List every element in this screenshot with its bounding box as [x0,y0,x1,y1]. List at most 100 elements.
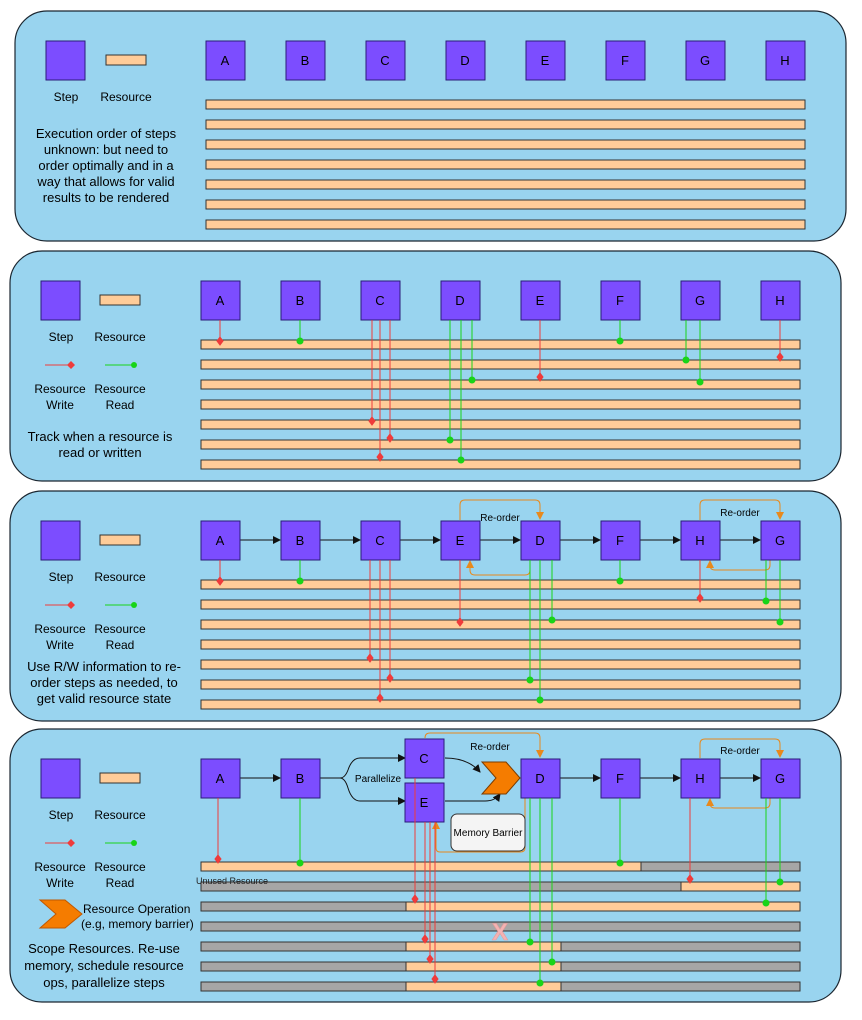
reorder-label: Re-order [480,513,520,524]
conflict-mark: X [492,919,508,946]
svg-text:A: A [221,53,230,68]
legend-resource-swatch [99,294,141,306]
resource-bar [205,179,806,190]
resource-bar [205,99,806,110]
resource-bar [200,639,801,650]
step-box: H [680,520,721,561]
resource-bar [200,379,801,390]
svg-text:G: G [775,771,785,786]
legend-write-line [45,601,75,609]
step-box: E [520,280,561,321]
svg-text:H: H [695,771,704,786]
svg-text:Memory Barrier: Memory Barrier [454,828,524,839]
unused-resource-label: Unused Resource [196,876,268,886]
step-box: D [445,40,486,81]
memory-barrier-icon [480,761,521,795]
unused-resource-bar [200,921,801,932]
step-box: G [685,40,726,81]
svg-text:E: E [456,533,465,548]
unused-resource-bar [560,941,801,952]
unused-resource-bar [560,981,801,992]
panel-1-resources [205,99,806,230]
step-box: D [520,520,561,561]
panel-4-step-arrows [240,754,761,805]
resource-bar [205,119,806,130]
panel-1-steps: A B C D E F G H [205,40,806,81]
step-box: C [365,40,406,81]
step-box: E [525,40,566,81]
resource-bar [680,881,801,892]
svg-text:Track when a resource is: Track when a resource is [28,429,173,444]
panel-4-write-links [214,778,694,984]
legend-read-line [105,602,137,608]
resource-bar [405,901,801,912]
svg-text:H: H [775,293,784,308]
panel-1: Step Resource A B C D E F G H Execution … [14,10,847,242]
resource-bar [205,139,806,150]
panel-4-reorder-arrows [424,732,784,853]
step-box: H [680,758,721,799]
resource-bar [200,699,801,710]
step-box: E [440,520,481,561]
svg-text:C: C [419,751,428,766]
svg-text:B: B [296,533,305,548]
svg-text:read or written: read or written [58,445,141,460]
svg-text:way that allows for valid: way that allows for valid [36,174,174,189]
unused-resource-bar [200,881,682,892]
step-box: A [205,40,246,81]
step-box: C [404,738,445,779]
svg-text:order optimally and in a: order optimally and in a [38,158,174,173]
step-box: A [200,758,241,799]
resource-bar [205,159,806,170]
resource-bar [200,861,642,872]
svg-text:A: A [216,771,225,786]
step-box: B [280,520,321,561]
legend-read-line [105,840,137,846]
step-box: C [360,280,401,321]
svg-text:unknown: but need to: unknown: but need to [44,142,168,157]
step-box: A [200,280,241,321]
unused-resource-bar [200,941,407,952]
legend-step-swatch [40,280,81,321]
step-box: F [600,280,641,321]
panel-3-read-links [296,560,784,704]
panel-4-caption: Scope Resources. Re-use memory, schedule… [24,941,183,990]
legend-step-swatch [40,520,81,561]
resource-bar [200,339,801,350]
legend-resource-swatch [105,54,147,66]
svg-text:B: B [296,293,305,308]
resource-bar [200,579,801,590]
step-box: B [280,280,321,321]
svg-text:H: H [780,53,789,68]
svg-text:order steps as needed, to: order steps as needed, to [30,675,177,690]
step-box: F [605,40,646,81]
svg-text:D: D [460,53,469,68]
svg-text:B: B [296,771,305,786]
svg-text:ops, parallelize steps: ops, parallelize steps [43,975,165,990]
step-box: C [360,520,401,561]
reorder-label: Re-order [720,508,760,519]
svg-text:C: C [380,53,389,68]
step-box: H [765,40,806,81]
resource-operation-icon [38,899,83,929]
legend-write-line [45,361,75,369]
legend-step-label: Step [49,570,74,584]
legend-read-line [105,362,137,368]
svg-text:F: F [616,533,624,548]
resource-bar [405,961,562,972]
svg-text:C: C [375,533,384,548]
unused-resource-bar [200,901,407,912]
svg-text:F: F [616,771,624,786]
resource-bar [200,439,801,450]
panel-3-resources [200,579,801,710]
svg-text:E: E [541,53,550,68]
step-box: B [285,40,326,81]
step-box: A [200,520,241,561]
svg-text:D: D [455,293,464,308]
